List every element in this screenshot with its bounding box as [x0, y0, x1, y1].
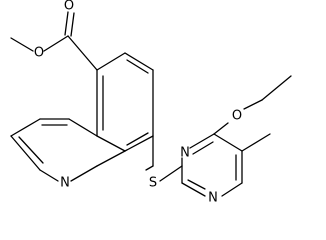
bond-carbonyl-c-o-1 [64, 11, 69, 36]
atom-labels: O O N S N N O [34, 0, 242, 206]
bond-ester-c-o [43, 35, 69, 52]
bond-s-c2pyr [159, 165, 183, 182]
structure-canvas: O O N S N N O [10, 0, 292, 206]
bond-n-c8a [70, 165, 98, 182]
bond-c4a-c4 [68, 118, 98, 137]
bond-c6-c7 [124, 52, 154, 71]
atom-label-quinoline-n: N [60, 176, 70, 191]
bond-c8-s-arm [145, 165, 154, 171]
atom-label-carbonyl-o: O [64, 0, 74, 14]
bond-n1-c2-inner [187, 179, 206, 190]
bond-c8a-c4a [96, 135, 126, 152]
bond-c8-c8a [124, 135, 154, 152]
bonds [10, 11, 292, 197]
molecule-drawing: O O N S N N O [10, 0, 292, 206]
bond-carbonyl-c-o-2 [70, 12, 75, 37]
bond-c2-c1 [10, 135, 41, 171]
bond-ch2-ch3 [261, 75, 292, 101]
bond-c8a-c8a-link [96, 150, 126, 167]
bond-c6-n1 [221, 182, 243, 197]
bond-c5-methyl [241, 133, 271, 152]
bond-n3-c4-up [189, 133, 215, 149]
bond-o-ch2 [243, 99, 263, 110]
atom-label-ethoxy-o: O [232, 109, 242, 124]
atom-label-pyrimidine-n1: N [208, 191, 218, 206]
bond-c6-c7-inner [126, 59, 149, 74]
bond-o-methyl [10, 37, 34, 52]
bond-c3-c2 [10, 118, 41, 137]
bond-n1-c2 [181, 182, 206, 197]
bond-c4-o [213, 122, 229, 135]
bond-c1-n [39, 169, 59, 182]
atom-label-pyrimidine-n3: N [180, 146, 190, 161]
bond-c2-c1-inner [18, 136, 44, 164]
atom-label-thioether-s: S [149, 176, 157, 191]
bond-c8-c8a-inner [126, 132, 149, 146]
atom-label-ester-o: O [34, 46, 44, 61]
bond-c5-c6 [96, 52, 126, 71]
bond-c4-c5 [213, 133, 243, 152]
bond-ester-c-ring [67, 35, 98, 71]
bond-n3-c4-inner [192, 141, 214, 155]
